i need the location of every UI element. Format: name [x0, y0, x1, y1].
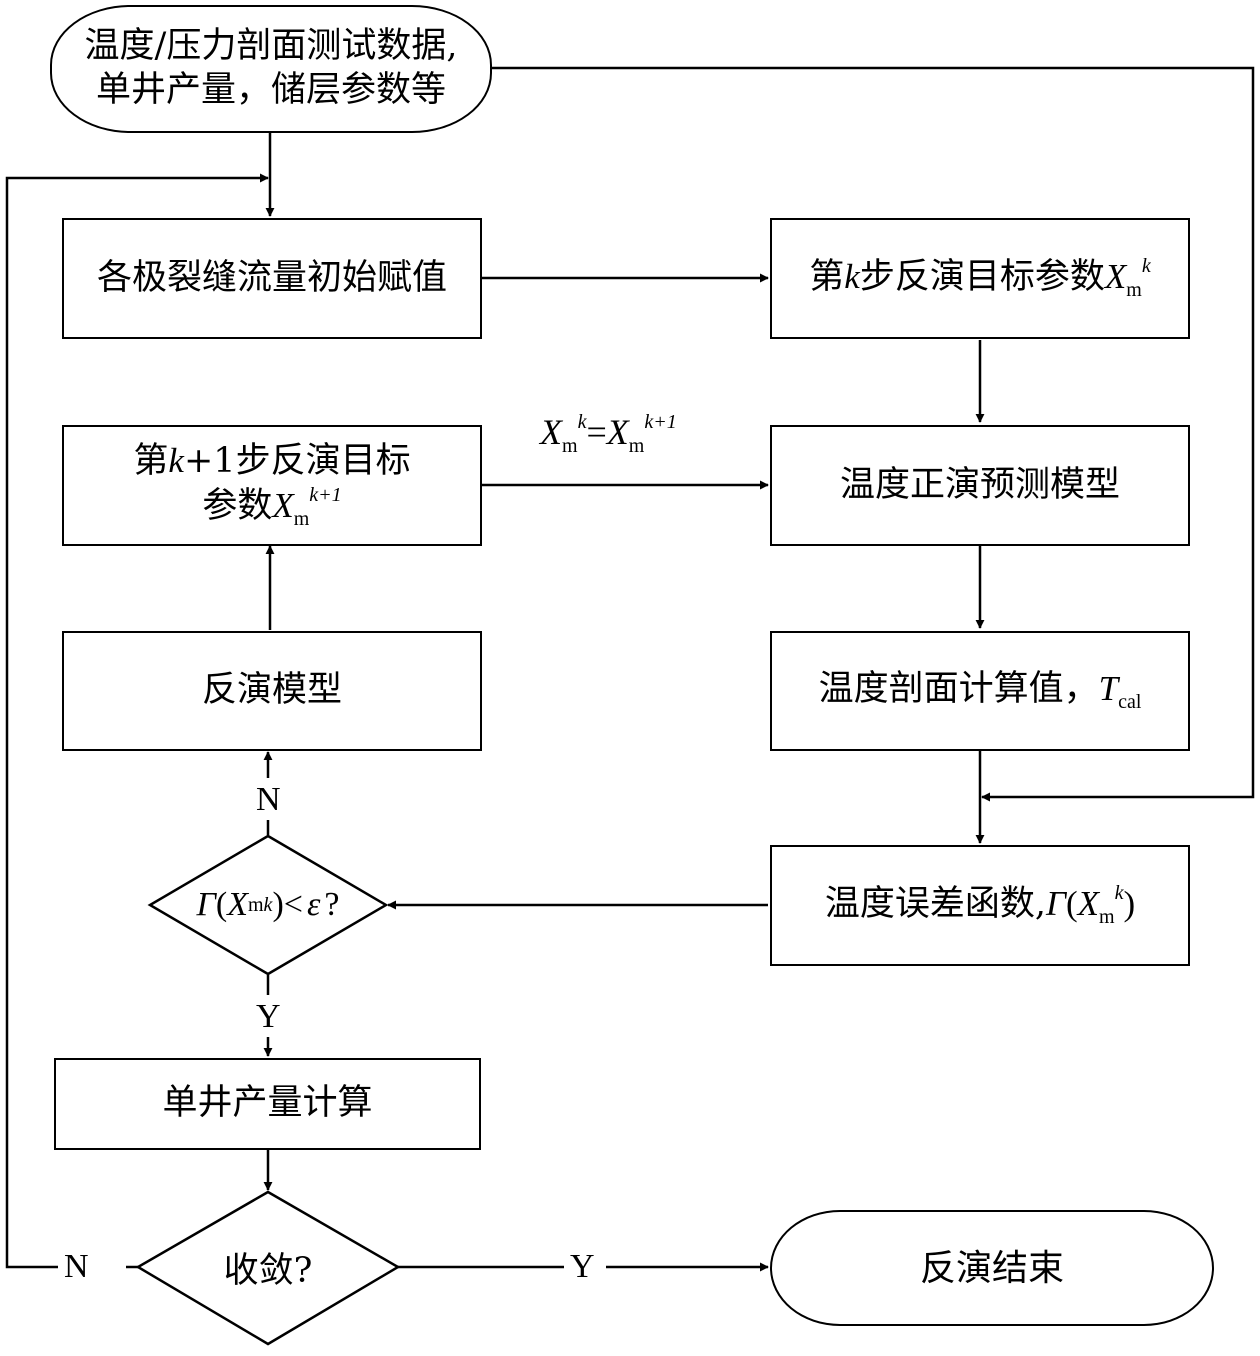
step-k-params-text: 第k步反演目标参数Xmk: [809, 255, 1151, 301]
error-function-text: 温度误差函数,Γ(Xmk): [824, 882, 1136, 928]
assignment-label: Xmk=Xmk+1: [540, 411, 677, 457]
temp-calc-box: 温度剖面计算值，Tcal: [770, 631, 1190, 751]
edge-label-n-lower: N: [64, 1248, 89, 1285]
forward-model-text: 温度正演预测模型: [839, 464, 1120, 505]
edge-label-y-lower: Y: [570, 1248, 595, 1285]
forward-model-box: 温度正演预测模型: [770, 425, 1190, 546]
step-k-params-box: 第k步反演目标参数Xmk: [770, 218, 1190, 339]
production-calc-text: 单井产量计算: [162, 1083, 373, 1124]
start-terminal: 温度/压力剖面测试数据, 单井产量，储层参数等: [50, 5, 492, 133]
end-terminal: 反演结束: [770, 1210, 1214, 1326]
edge-label-y-upper: Y: [256, 998, 281, 1035]
temp-calc-text: 温度剖面计算值，Tcal: [818, 669, 1142, 713]
start-text-line1: 温度/压力剖面测试数据,: [84, 26, 458, 67]
step-k1-params-line1: 第k+1步反演目标: [133, 440, 411, 481]
decision-converge-text: 收敛?: [223, 1250, 313, 1291]
start-text-line2: 单井产量，储层参数等: [95, 70, 446, 110]
step-k1-params-line2: 参数Xmk+1: [202, 484, 342, 531]
inversion-model-box: 反演模型: [62, 631, 482, 751]
decision-diamond-converge: [135, 1190, 401, 1346]
init-flow-text: 各极裂缝流量初始赋值: [96, 257, 447, 298]
error-function-box: 温度误差函数,Γ(Xmk): [770, 845, 1190, 966]
production-calc-box: 单井产量计算: [54, 1058, 481, 1150]
inversion-model-text: 反演模型: [201, 670, 342, 711]
init-flow-box: 各极裂缝流量初始赋值: [62, 218, 482, 339]
decision-diamond-error: [147, 834, 389, 976]
step-k1-params-box: 第k+1步反演目标 参数Xmk+1: [62, 425, 482, 546]
arrow-start-to-error: [490, 66, 1255, 802]
arrow-converge-loop-b: [5, 173, 269, 1269]
end-text: 反演结束: [919, 1247, 1064, 1289]
edge-label-n-upper: N: [256, 781, 281, 818]
